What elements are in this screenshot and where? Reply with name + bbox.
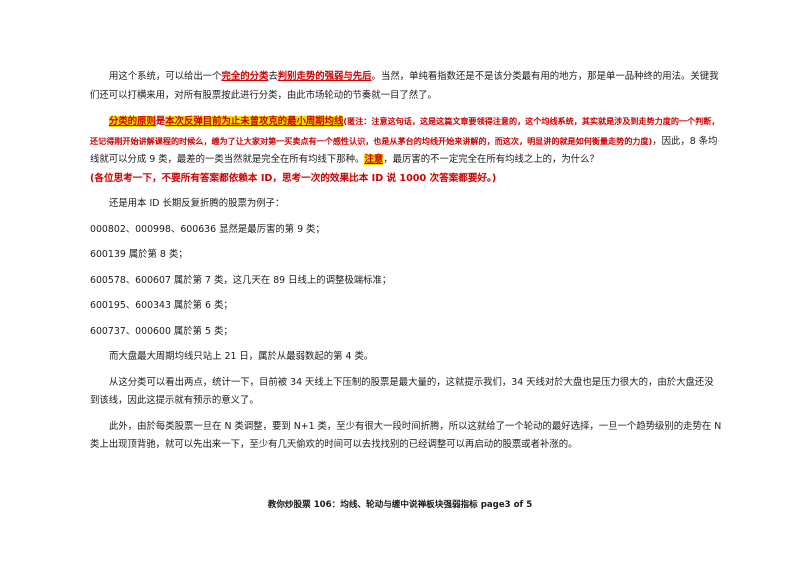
attention-label: 注意 — [364, 154, 384, 165]
stock-class-5: 600737、000600 属於第 5 类； — [90, 325, 233, 337]
paragraph-34-day-line: 从这分类可以看出两点，统计一下，目前被 34 天线上下压制的股票是最大量的，这就… — [90, 376, 714, 407]
paragraph-2-text-b: 是 — [155, 116, 166, 127]
paragraph-1-text-c: 去 — [268, 71, 278, 82]
strength-order-phrase: 判别走势的强弱与先后 — [277, 71, 372, 82]
paragraph-2-text-d: ，因此，8 条均线就可以分成 9 类，最差的一类当然就是完全在所有均线下那种。 — [90, 135, 718, 166]
think-prompt: (各位思考一下，不要所有答案都依赖本 ID，思考一次的效果比本 ID 说 100… — [90, 172, 497, 184]
paragraph-2-text-f: ，最厉害的不一定完全在所有均线之上的，为什么？ — [383, 154, 599, 165]
paragraph-1-text-e: 。当然，单纯看指数还是不是该分类最有用的地方，那是单一品种终的用法。关键我们还可… — [90, 71, 719, 101]
editor-note: (匿注：注意这句话，这是这篇文章要领得注意的，这个均线系统，其实就是涉及到走势力… — [90, 116, 720, 146]
classification-principle-label: 分类的原则 — [109, 116, 156, 127]
complete-classification-phrase: 完全的分类 — [221, 71, 269, 82]
paragraph-rotation: 此外，由於每类股票一旦在 N 类调整，要到 N+1 类，至少有很大一段时间折腾，… — [90, 420, 722, 451]
stock-class-8: 600139 属於第 8 类； — [90, 249, 188, 260]
stock-class-9: 000802、000998、600636 显然是最厉害的第 9 类； — [90, 223, 325, 235]
market-class-4: 而大盘最大周期均线只站上 21 日，属於从最弱数起的第 4 类。 — [109, 351, 374, 362]
minimum-period-ma-phrase: 本次反弹目前为止未曾攻克的最小周期均线 — [165, 116, 344, 127]
stock-class-7: 600578、600607 属於第 7 类，这几天在 89 日线上的调整极端标准… — [90, 274, 392, 286]
paragraph-1: 用这个系统，可以给出一个完全的分类去判别走势的强弱与先后。当然，单纯看指数还是不… — [90, 68, 722, 105]
paragraph-2: 分类的原则是本次反弹目前为止未曾攻克的最小周期均线(匿注：注意这句话，这是这篇文… — [90, 112, 722, 188]
page-footer: 教你炒股票 106：均线、轮动与缠中说禅板块强弱指标 page3 of 5 — [267, 500, 533, 510]
stock-class-6: 600195、600343 属於第 6 类； — [90, 300, 233, 311]
paragraph-1-text-a: 用这个系统，可以给出一个 — [109, 71, 222, 82]
document-body: 用这个系统，可以给出一个完全的分类去判别走势的强弱与先后。当然，单纯看指数还是不… — [90, 68, 722, 455]
paragraph-3: 还是用本 ID 长期反复折腾的股票为例子： — [109, 198, 285, 209]
